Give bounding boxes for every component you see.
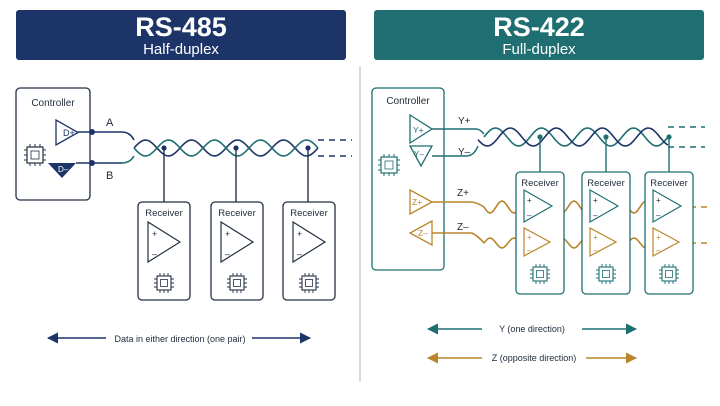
amplifier-icon	[589, 188, 620, 224]
rs485-controller: Controller D+ D–	[15, 87, 91, 201]
receiver-pin-minus: –	[527, 246, 532, 255]
receiver-pin-plus: +	[656, 196, 661, 205]
rs485-subtitle: Half-duplex	[143, 41, 219, 58]
rs485-bus-b	[76, 160, 122, 166]
amplifier-icon	[147, 220, 182, 264]
rs422-driver-y-plus-label: Y+	[413, 125, 424, 135]
receiver-pin-minus: –	[152, 249, 157, 259]
rs422-tap-node	[603, 134, 609, 140]
rs422-driver-z-minus-label: Z–	[418, 228, 428, 238]
driver-z-plus-icon	[409, 188, 434, 216]
rs485-tap-node	[161, 145, 167, 151]
rs485-controller-label: Controller	[31, 98, 75, 109]
rs485-driver-plus-label: D+	[63, 128, 75, 138]
receiver-pin-plus: +	[593, 196, 598, 205]
driver-y-minus-icon	[408, 145, 434, 168]
rs485-banner: RS-485 Half-duplex	[16, 10, 346, 60]
chip-icon	[299, 273, 319, 293]
receiver-label: Receiver	[145, 208, 183, 219]
receiver-right-1: Receiver + – + –	[515, 171, 565, 295]
driver-plus-icon	[55, 118, 80, 147]
rs485-driver-minus-label: D–	[58, 165, 69, 174]
receiver-label: Receiver	[650, 178, 688, 189]
receiver-left-2: Receiver + –	[210, 201, 264, 301]
receiver-label: Receiver	[218, 208, 256, 219]
driver-minus-icon	[48, 163, 76, 178]
receiver-pin-minus: –	[656, 211, 661, 220]
chip-icon	[596, 264, 616, 284]
receiver-pin-minus: –	[593, 246, 598, 255]
rs485-caption: Data in either direction (one pair)	[114, 334, 245, 344]
rs422-driver-y-minus-label: Y–	[414, 150, 424, 159]
rs485-bus-a	[78, 129, 122, 135]
rs485-tap-node	[305, 145, 311, 151]
amplifier-icon	[652, 188, 683, 224]
rs485-title: RS-485	[135, 12, 227, 42]
receiver-pin-minus: –	[225, 249, 230, 259]
receiver-pin-plus: +	[152, 229, 157, 239]
driver-y-plus-icon	[409, 113, 434, 145]
rs422-line-y-plus-label: Y+	[458, 116, 471, 127]
chip-icon	[530, 264, 550, 284]
amplifier-icon	[589, 226, 618, 258]
chip-icon	[659, 264, 679, 284]
rs422-y-pair	[432, 126, 705, 157]
receiver-pin-plus: +	[527, 196, 532, 205]
rs422-controller: Controller Y+ Y– Z+ Z–	[371, 87, 445, 271]
rs422-title: RS-422	[493, 12, 585, 42]
receiver-pin-plus: +	[225, 229, 230, 239]
rs422-line-z-plus-label: Z+	[457, 188, 469, 199]
receiver-pin-minus: –	[527, 211, 532, 220]
amplifier-icon	[292, 220, 327, 264]
receiver-pin-plus: +	[656, 233, 661, 242]
receiver-left-3: Receiver + –	[282, 201, 336, 301]
rs422-line-z-minus-label: Z–	[457, 222, 469, 233]
amplifier-icon	[220, 220, 255, 264]
receiver-pin-plus: +	[297, 229, 302, 239]
rs485-line-b-label: B	[106, 170, 113, 182]
rs422-line-y-minus-label: Y–	[458, 147, 471, 158]
rs422-tap-node	[537, 134, 543, 140]
chip-icon	[24, 144, 46, 166]
chip-icon	[378, 154, 400, 176]
rs485-line-a-label: A	[106, 117, 114, 129]
amplifier-icon	[652, 226, 681, 258]
amplifier-icon	[523, 188, 554, 224]
receiver-pin-plus: +	[593, 233, 598, 242]
rs485-tap-node	[233, 145, 239, 151]
rs422-banner: RS-422 Full-duplex	[374, 10, 704, 60]
receiver-pin-minus: –	[297, 249, 302, 259]
receiver-pin-minus: –	[593, 211, 598, 220]
amplifier-icon	[523, 226, 552, 258]
receiver-label: Receiver	[290, 208, 328, 219]
chip-icon	[154, 273, 174, 293]
receiver-right-2: Receiver + – + –	[581, 171, 631, 295]
receiver-pin-minus: –	[656, 246, 661, 255]
chip-icon	[227, 273, 247, 293]
rs422-tap-node	[666, 134, 672, 140]
receiver-right-3: Receiver + – + –	[644, 171, 694, 295]
rs422-driver-z-plus-label: Z+	[412, 197, 422, 207]
rs485-receivers: Receiver + – Receiver + – Receiver + –	[137, 145, 336, 301]
rs422-caption-z: Z (opposite direction)	[492, 353, 577, 363]
rs422-caption-y: Y (one direction)	[499, 324, 565, 334]
rs422-controller-label: Controller	[386, 96, 430, 107]
receiver-pin-plus: +	[527, 233, 532, 242]
receiver-left-1: Receiver + –	[137, 201, 191, 301]
rs422-subtitle: Full-duplex	[502, 41, 576, 58]
receiver-label: Receiver	[587, 178, 625, 189]
receiver-label: Receiver	[521, 178, 559, 189]
rs422-receivers: Receiver + – + – Receiver + – + – Receiver + – + –	[515, 134, 694, 295]
